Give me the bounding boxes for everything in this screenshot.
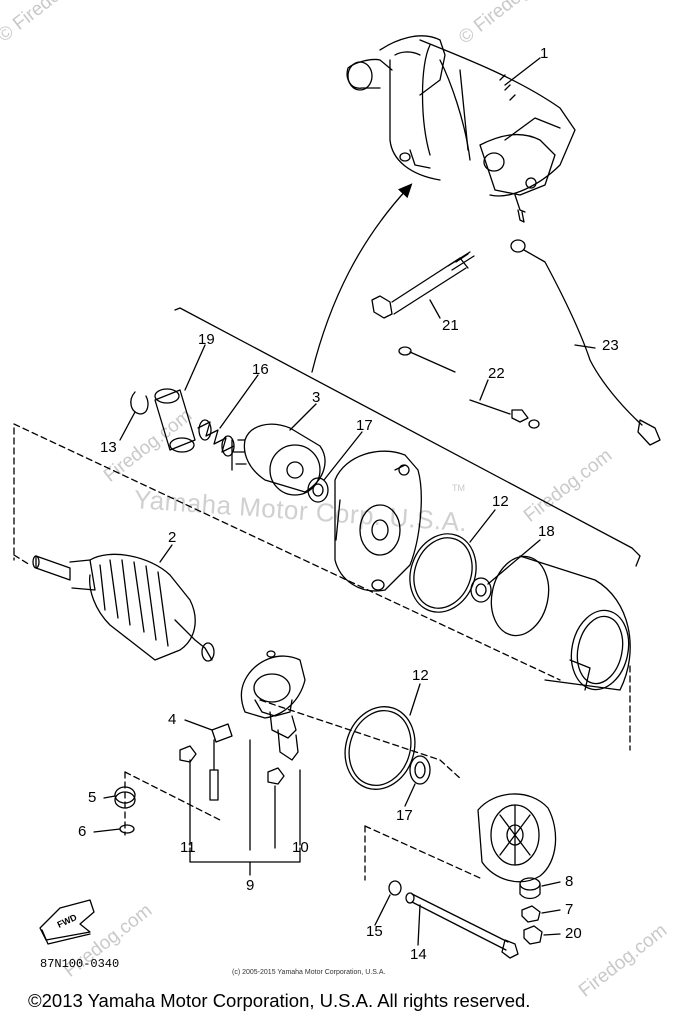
lead-wire-22: [398, 346, 540, 429]
diagram-code: 87N100-0340: [40, 957, 120, 971]
callout-20: 20: [565, 925, 582, 942]
pinion-gear-3: [231, 423, 326, 496]
nut-20: [523, 925, 543, 945]
callout-10: 10: [292, 839, 309, 856]
starter-motor: [346, 35, 576, 223]
small-copyright: (c) 2005-2015 Yamaha Motor Corporation, …: [232, 969, 386, 976]
callout-21: 21: [442, 317, 459, 334]
callout-12-lower: 12: [412, 667, 429, 684]
callout-9: 9: [246, 877, 255, 894]
washer-6: [119, 824, 135, 834]
assembly-arrow: [311, 183, 413, 373]
yoke-housing: [490, 555, 631, 691]
nut-7: [521, 905, 541, 923]
assembly-bracket-line: [174, 307, 641, 567]
callout-2: 2: [168, 529, 177, 546]
callout-22: 22: [488, 365, 505, 382]
armature-2: [32, 553, 215, 662]
callout-4: 4: [168, 711, 177, 728]
callout-7: 7: [565, 901, 574, 918]
callout-18: 18: [538, 523, 555, 540]
callout-17-upper: 17: [356, 417, 373, 434]
callout-23: 23: [602, 337, 619, 354]
callout-17-lower: 17: [396, 807, 413, 824]
callout-19: 19: [198, 331, 215, 348]
callout-6: 6: [78, 823, 87, 840]
leader-lines: [93, 57, 596, 946]
trademark-mark: TM: [452, 483, 465, 493]
callout-15: 15: [366, 923, 383, 940]
callout-11: 11: [180, 839, 196, 856]
front-cover: [334, 450, 422, 592]
nut-11: [179, 745, 197, 763]
fwd-arrow-icon: [39, 899, 95, 945]
callout-8: 8: [565, 873, 574, 890]
bolt-21: [371, 251, 475, 319]
callout-13: 13: [100, 439, 117, 456]
washer-17-lower: [409, 755, 431, 785]
callout-3: 3: [312, 389, 321, 406]
o-ring-12-upper: [409, 533, 477, 613]
o-ring-12-lower: [344, 706, 416, 790]
circlip-13: [130, 391, 149, 415]
brush-4: [209, 723, 233, 801]
washer-18: [470, 577, 492, 603]
sleeve-19: [154, 388, 196, 453]
callout-14: 14: [410, 946, 427, 963]
nut-10: [267, 767, 285, 785]
callout-16: 16: [252, 361, 269, 378]
washer-17-upper: [307, 477, 329, 503]
copyright-footer: ©2013 Yamaha Motor Corporation, U.S.A. A…: [28, 990, 531, 1011]
spring-16: [197, 419, 235, 457]
callout-1: 1: [540, 45, 549, 62]
grommet-5: [114, 786, 136, 809]
lead-wire-23: [510, 239, 661, 446]
grommet-8: [519, 877, 541, 900]
o-ring-15: [388, 880, 402, 896]
rear-cover: [477, 793, 557, 883]
callout-12-upper: 12: [492, 493, 509, 510]
callout-5: 5: [88, 789, 97, 806]
long-bolt-14: [405, 892, 519, 959]
brush-holder-plate: [240, 650, 306, 761]
